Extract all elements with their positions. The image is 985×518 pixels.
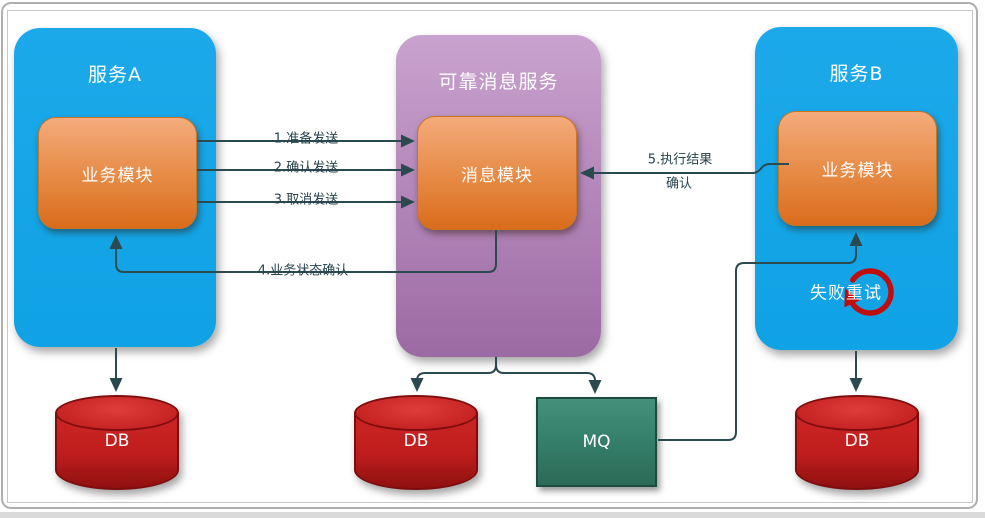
edge-label-exec-result-line2: 确认: [665, 176, 693, 192]
edge-label-exec-result-line1: 5.执行结果: [647, 152, 713, 168]
service-a-db-cylinder: DB: [55, 395, 179, 490]
edge-label-confirm-send: 2.确认发送: [273, 160, 339, 176]
mq-node: MQ: [536, 397, 657, 487]
service-a-title: 服务A: [88, 64, 142, 86]
service-b-title: 服务B: [829, 63, 884, 85]
message-module-label: 消息模块: [461, 165, 533, 186]
message-service-db-cylinder: DB: [354, 395, 478, 490]
service-b-db-cylinder: DB: [795, 395, 919, 490]
db-cylinder-top: [354, 395, 478, 431]
edge-label-business-status-confirm: 4.业务状态确认: [257, 263, 349, 279]
edge-label-prepare-send: 1.准备发送: [273, 131, 339, 147]
message-module: 消息模块: [417, 116, 577, 230]
db-cylinder-top: [795, 395, 919, 431]
db-cylinder-top: [55, 395, 179, 431]
service-b-business-module: 业务模块: [778, 111, 937, 226]
db-label: DB: [844, 431, 870, 451]
service-a-business-module-label: 业务模块: [81, 165, 154, 186]
service-b-business-module-label: 业务模块: [821, 161, 894, 181]
page-background-strip: [0, 512, 985, 518]
mq-label: MQ: [582, 432, 611, 452]
db-label: DB: [403, 431, 429, 451]
edge-label-cancel-send: 3.取消发送: [273, 192, 339, 208]
retry-label: 失败重试: [810, 283, 882, 304]
message-service-title: 可靠消息服务: [438, 71, 559, 93]
service-a-business-module: 业务模块: [38, 117, 197, 229]
db-label: DB: [104, 431, 130, 451]
